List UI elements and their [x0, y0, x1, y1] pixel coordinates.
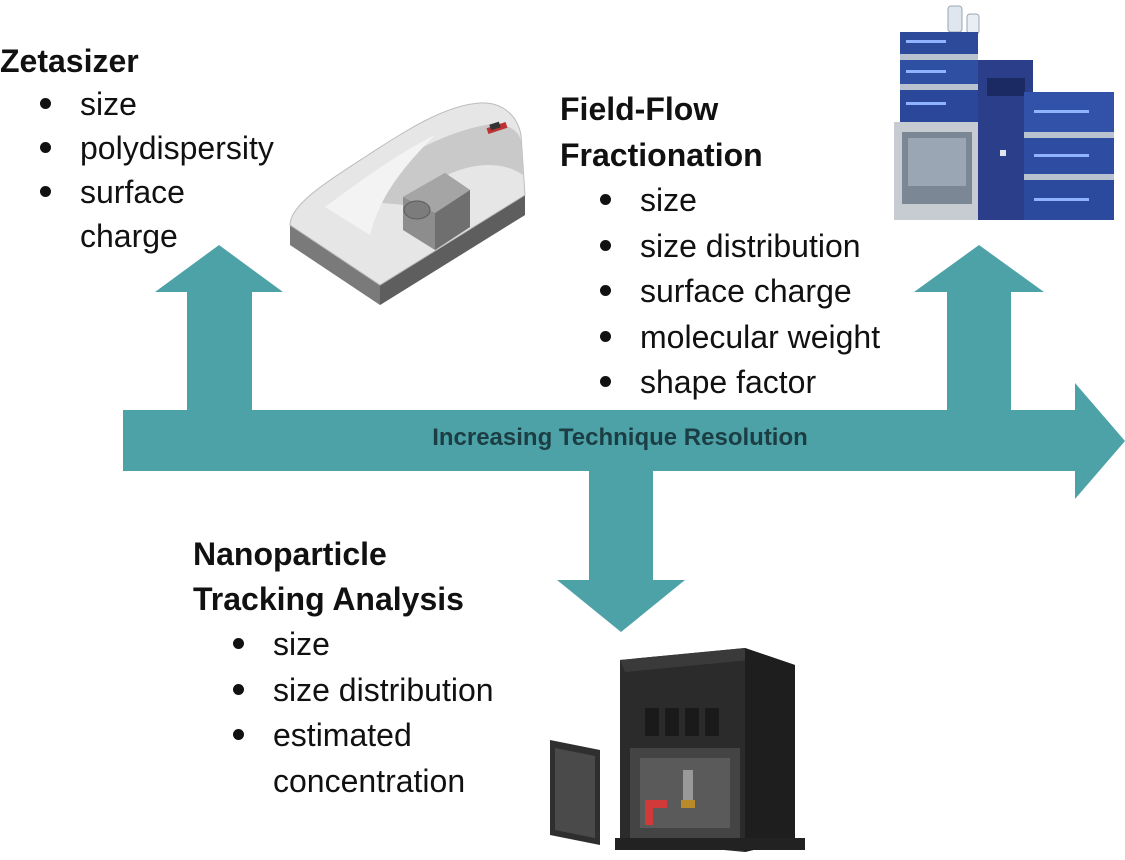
zetasizer-property: polydispersity	[34, 126, 274, 170]
zetasizer-instrument-image	[289, 102, 526, 305]
nta-property-continuation: concentration	[273, 762, 466, 799]
fff-properties: size size distribution surface charge mo…	[594, 178, 880, 406]
nta-block: Nanoparticle Tracking Analysis size size…	[193, 532, 494, 804]
fff-property: surface charge	[594, 269, 880, 315]
fff-property: size	[594, 178, 880, 224]
fff-instrument-image	[894, 5, 1114, 220]
nta-property: size	[227, 622, 494, 668]
fff-property: molecular weight	[594, 315, 880, 361]
nta-title-line1: Nanoparticle	[193, 536, 387, 572]
zetasizer-up-arrow	[155, 245, 283, 420]
zetasizer-property-continuation: charge	[80, 218, 178, 254]
fff-up-arrow	[914, 245, 1044, 420]
zetasizer-property: size	[34, 82, 274, 126]
fff-title-line2: Fractionation	[560, 137, 763, 173]
resolution-arrow	[123, 383, 1125, 499]
fff-title-line1: Field-Flow	[560, 91, 719, 127]
fff-property: shape factor	[594, 360, 880, 406]
zetasizer-block: Zetasizer size polydispersity surface ch…	[0, 40, 274, 258]
zetasizer-properties: size polydispersity surface charge	[34, 82, 274, 258]
nta-down-arrow	[557, 462, 685, 632]
nta-property: estimated	[227, 713, 494, 759]
fff-block: Field-Flow Fractionation size size distr…	[560, 86, 880, 406]
zetasizer-property: surface	[34, 170, 274, 214]
fff-property: size distribution	[594, 224, 880, 270]
zetasizer-title: Zetasizer	[0, 43, 139, 79]
nta-instrument-image	[550, 648, 805, 852]
nta-properties: size size distribution estimated concent…	[227, 622, 494, 804]
nta-title-line2: Tracking Analysis	[193, 581, 464, 617]
nta-property: size distribution	[227, 668, 494, 714]
axis-label: Increasing Technique Resolution	[432, 424, 808, 451]
